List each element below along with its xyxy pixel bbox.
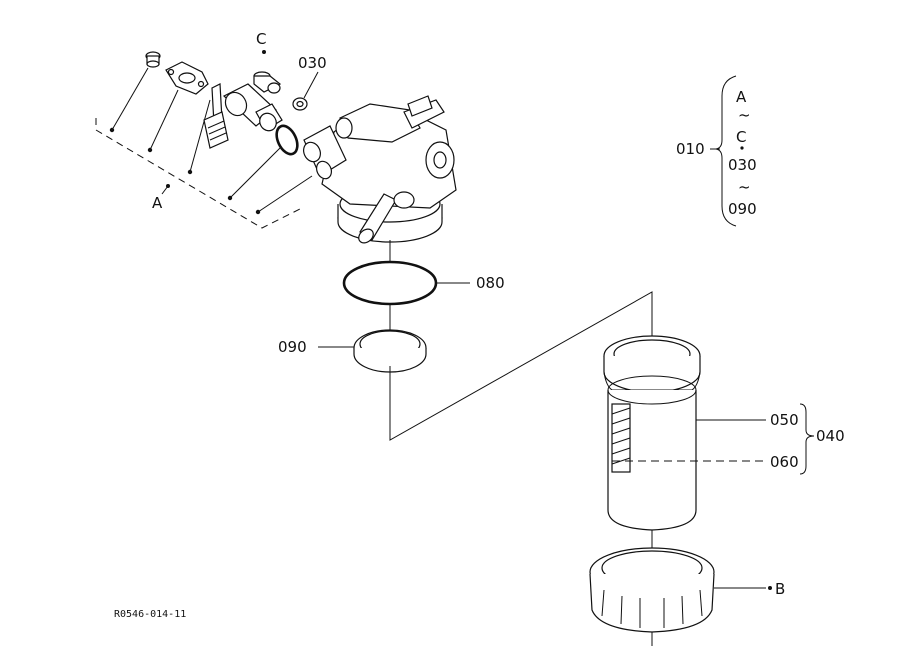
callout-090: 090: [278, 338, 307, 356]
group-c-parts: C 030: [253, 30, 327, 111]
drain-lever-part: [203, 83, 229, 149]
joint-bolt-part: [253, 71, 282, 94]
leader-dot-a5: [255, 209, 261, 215]
leader-a5: [257, 175, 313, 213]
filter-element-window: [611, 403, 631, 473]
assembly-path-line: [389, 291, 653, 441]
brace-040: [799, 403, 815, 475]
callout-060: 060: [770, 453, 799, 471]
leader-dot-a-label: [166, 184, 170, 188]
assembly-range2-to: 090: [728, 200, 757, 218]
assembly-range2-from: 030: [728, 156, 757, 174]
ring-nut-part: [589, 547, 715, 633]
leader-dot-a2: [147, 147, 153, 153]
callout-050: 050: [770, 411, 799, 429]
leader-a2: [149, 89, 179, 151]
leader-dot-b: [768, 586, 772, 590]
group-a-dashed-bracket: [95, 118, 303, 229]
callout-040: 040: [816, 427, 845, 445]
label-a: A: [152, 194, 163, 212]
filter-bowl-part: [603, 335, 701, 531]
leader-a1: [111, 67, 149, 131]
leader-dot-c: [262, 50, 266, 54]
air-vent-body-part: [222, 83, 283, 132]
filter-head-part: [303, 95, 457, 244]
label-c: C: [256, 30, 266, 48]
leader-a3: [189, 99, 211, 173]
leader-030: [303, 71, 319, 99]
callout-030: 030: [298, 54, 327, 72]
gasket-090-part: 090: [278, 329, 427, 373]
assembly-range1-to: C: [736, 128, 746, 146]
assembly-010-bracket: 010 A ~ C 030 ~ 090: [676, 75, 757, 227]
leader-dot-a1: [109, 127, 115, 133]
leader-dot-a3: [187, 169, 193, 175]
assembly-ref-010: 010: [676, 140, 705, 158]
assembly-tilde1: ~: [738, 106, 751, 124]
flange-plate-part: [165, 61, 209, 95]
drawing-code: R0546-014-11: [114, 609, 186, 620]
small-o-ring-part: [275, 124, 299, 156]
o-ring-080-part: 080: [342, 260, 505, 306]
leader-a4: [229, 147, 281, 199]
assembly-range1-from: A: [736, 88, 747, 106]
group-a-parts: A: [95, 51, 313, 229]
small-screw-part: [145, 51, 161, 68]
assembly-brace: [715, 75, 737, 227]
assembly-tilde2: ~: [738, 178, 751, 196]
washer-030-part: [292, 97, 308, 111]
leader-dot-a4: [227, 195, 233, 201]
label-b: B: [775, 580, 785, 598]
callout-080: 080: [476, 274, 505, 292]
